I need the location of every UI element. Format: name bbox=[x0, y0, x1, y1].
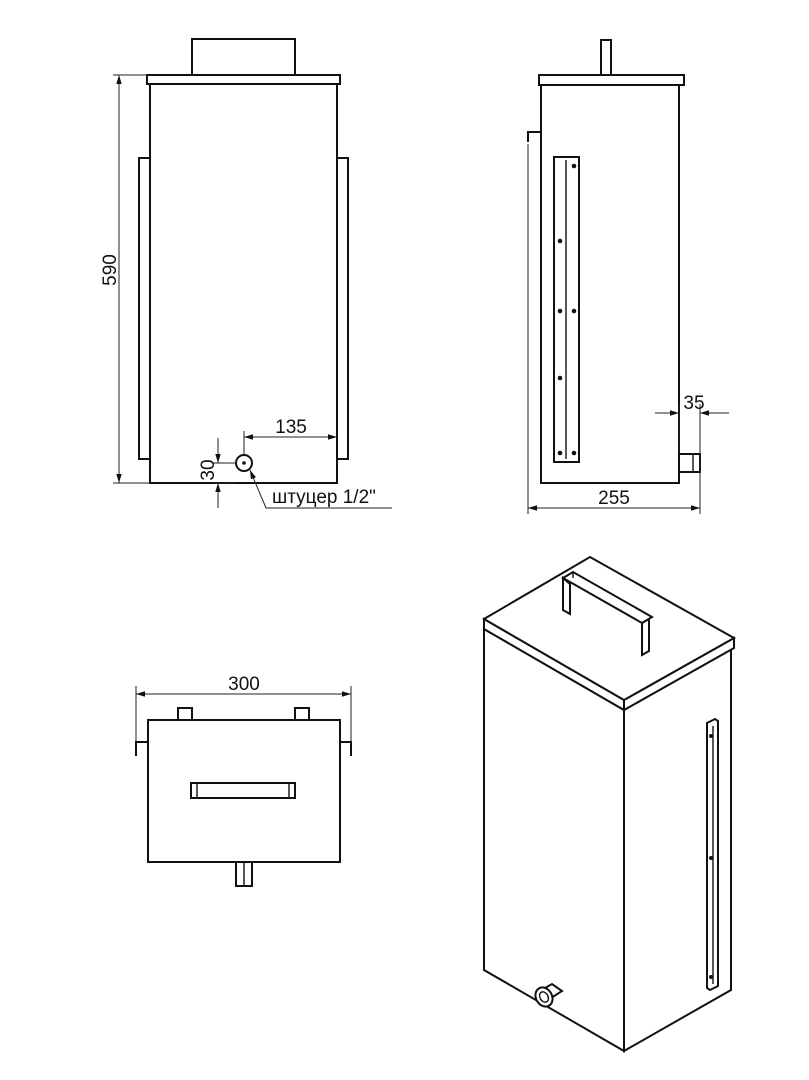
dimension-height: 590 bbox=[100, 74, 150, 484]
outlet-callout-label: штуцер 1/2" bbox=[272, 487, 376, 508]
dimension-outlet-offset: 135 bbox=[243, 417, 337, 455]
dimension-width: 300 bbox=[135, 674, 352, 744]
top-stub-right bbox=[294, 707, 310, 721]
top-right-hook bbox=[340, 741, 352, 756]
top-stub-left bbox=[177, 707, 193, 721]
iso-side-rail bbox=[706, 717, 719, 992]
dimension-outlet-height: 30 bbox=[198, 438, 236, 508]
front-lid bbox=[146, 74, 341, 85]
side-outlet-fitting bbox=[678, 453, 701, 473]
dimension-outlet-depth: 35 bbox=[655, 393, 729, 514]
isometric-view bbox=[482, 555, 737, 1053]
dimension-outlet-offset-label: 135 bbox=[275, 417, 307, 438]
front-right-rail bbox=[336, 157, 349, 460]
front-left-rail bbox=[138, 157, 151, 460]
dimension-depth: 255 bbox=[527, 144, 700, 514]
dimension-outlet-depth-label: 35 bbox=[683, 393, 704, 414]
dimension-depth-label: 255 bbox=[598, 488, 630, 509]
side-view: 35 255 bbox=[527, 39, 729, 514]
dimension-height-label: 590 bbox=[100, 254, 121, 286]
top-left-hook bbox=[135, 741, 148, 756]
outlet-callout: штуцер 1/2" bbox=[249, 469, 392, 509]
dimension-outlet-height-label: 30 bbox=[198, 459, 219, 480]
side-lid bbox=[538, 74, 685, 86]
iso-lid-handle bbox=[561, 570, 654, 657]
side-rear-hook bbox=[527, 131, 541, 142]
front-top-handle bbox=[191, 38, 296, 77]
side-top-stub bbox=[600, 39, 612, 77]
iso-outlet-fitting bbox=[534, 982, 564, 1008]
front-body bbox=[149, 83, 338, 484]
iso-lid-top bbox=[482, 555, 737, 702]
dimension-width-label: 300 bbox=[228, 674, 260, 695]
top-handle bbox=[190, 782, 296, 799]
front-outlet-center bbox=[242, 461, 246, 465]
top-view: 300 bbox=[135, 674, 352, 887]
front-view: 590 135 30 штуцер 1/2" bbox=[100, 38, 392, 509]
